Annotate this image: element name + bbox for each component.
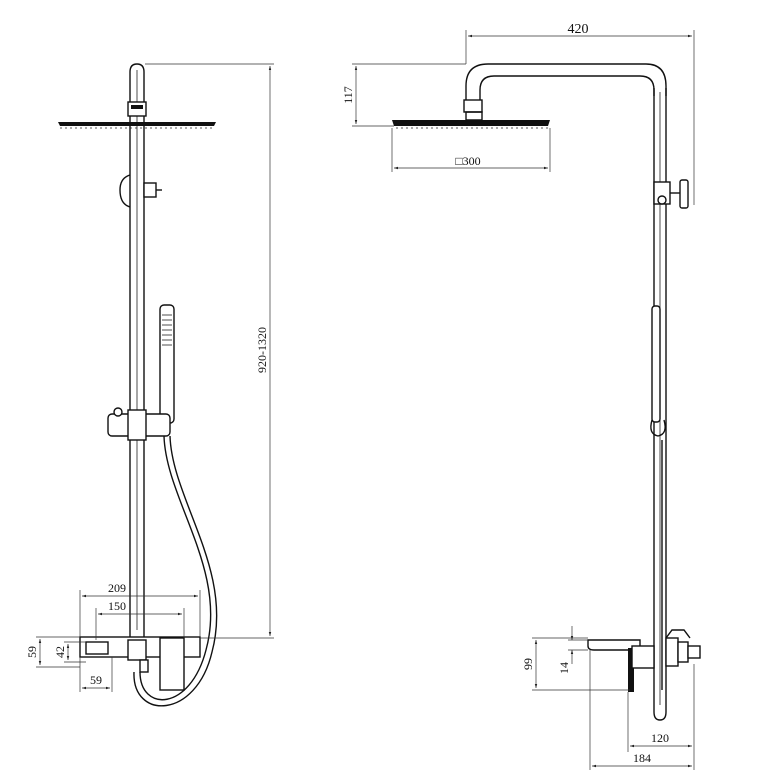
dim-arm-height: 117 bbox=[341, 63, 466, 127]
riser-pipe bbox=[129, 63, 145, 641]
mixer-width-label: 209 bbox=[108, 581, 126, 595]
dim-spout-height: 99 bbox=[521, 637, 630, 691]
spout-offset-label: 14 bbox=[557, 662, 571, 674]
outlet-width-label: 59 bbox=[90, 673, 102, 687]
side-diverter-valve bbox=[653, 179, 689, 209]
thermostatic-mixer bbox=[79, 636, 201, 691]
side-mixer-spout bbox=[587, 629, 701, 692]
dim-spout-depth-outer: 184 bbox=[589, 650, 692, 770]
arm-height-label: 117 bbox=[341, 86, 355, 104]
diverter-valve bbox=[119, 174, 162, 208]
dim-arm-reach: 420 bbox=[465, 22, 695, 205]
rain-shower-head bbox=[58, 101, 216, 129]
front-view: 920-1320 209 150 59 42 bbox=[25, 63, 274, 707]
mixer-inner-width-label: 150 bbox=[108, 599, 126, 613]
slide-bracket bbox=[107, 407, 171, 441]
shower-arm bbox=[465, 63, 667, 104]
dim-spout-offset: 14 bbox=[557, 626, 588, 674]
hand-shower bbox=[159, 304, 175, 424]
mixer-height-label: 59 bbox=[25, 646, 39, 658]
dim-outlet-width: 59 bbox=[79, 657, 113, 692]
dim-mixer-height: 59 bbox=[25, 636, 80, 668]
dim-head-size: □300 bbox=[391, 128, 551, 172]
dim-mixer-width: 209 bbox=[79, 581, 201, 637]
side-shower-head bbox=[392, 99, 550, 129]
spout-depth-inner-label: 120 bbox=[651, 731, 669, 745]
dim-total-height: 920-1320 bbox=[145, 63, 274, 639]
side-view: 420 117 □300 99 14 bbox=[341, 22, 701, 770]
arm-reach-label: 420 bbox=[568, 22, 589, 37]
outlet-height-label: 42 bbox=[53, 646, 67, 658]
dim-mixer-inner-width: 150 bbox=[95, 599, 185, 640]
dim-outlet-height: 42 bbox=[53, 641, 86, 663]
head-size-label: □300 bbox=[455, 154, 480, 168]
spout-depth-outer-label: 184 bbox=[633, 751, 651, 765]
spout-height-label: 99 bbox=[521, 658, 535, 670]
side-hand-shower bbox=[650, 305, 666, 690]
total-height-label: 920-1320 bbox=[255, 327, 269, 373]
shower-hose bbox=[133, 435, 218, 707]
dim-spout-depth-inner: 120 bbox=[627, 664, 695, 770]
